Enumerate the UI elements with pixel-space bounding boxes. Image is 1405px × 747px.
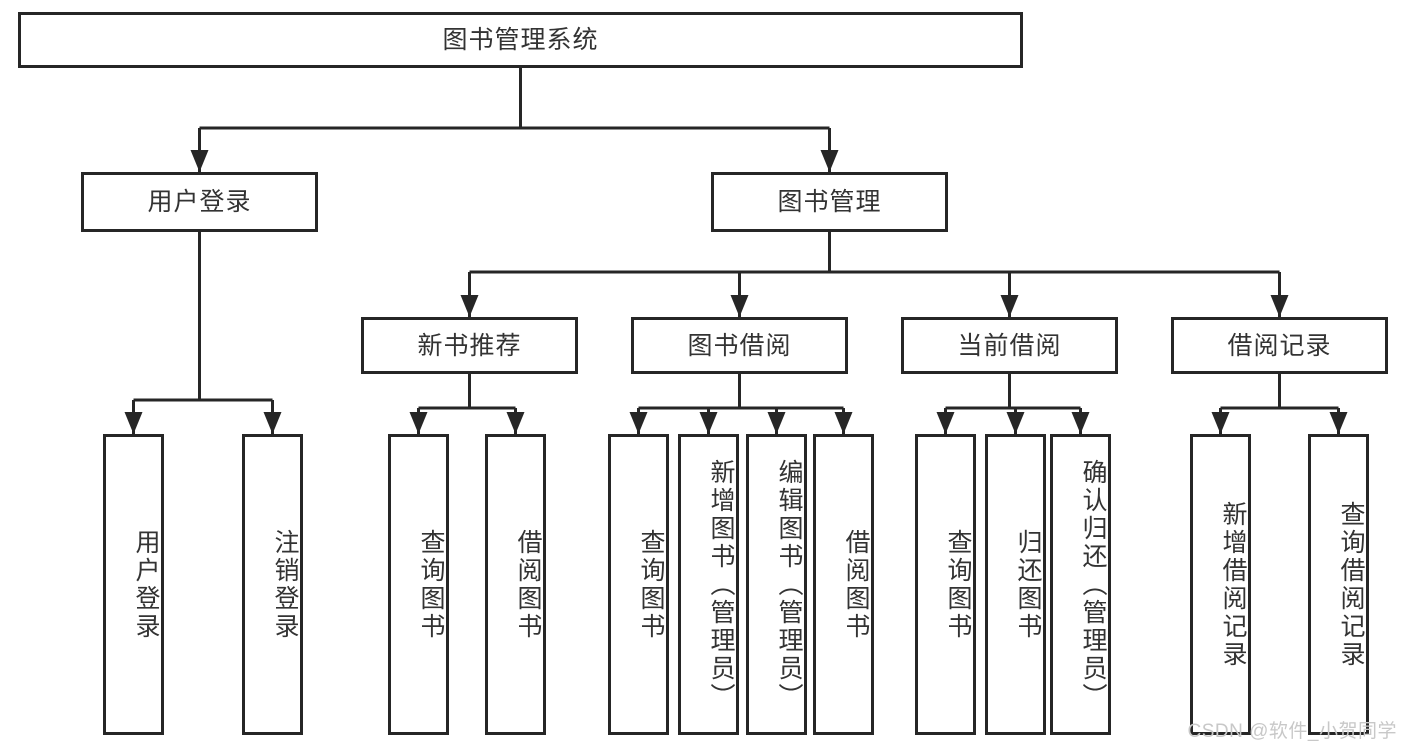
node-book-admin: 图书管理 xyxy=(711,172,948,232)
connector-arrowhead xyxy=(1270,295,1289,317)
node-label: 新增图书（管理员） xyxy=(707,458,735,711)
connector-arrowhead xyxy=(1000,295,1019,317)
node-label: 新增借阅记录 xyxy=(1219,500,1247,669)
connector-arrowhead xyxy=(629,412,648,434)
node-leaf-logout: 注销登录 xyxy=(242,434,303,735)
node-leaf-confirm-return: 确认归还（管理员） xyxy=(1050,434,1111,735)
node-label: 编辑图书（管理员） xyxy=(775,458,803,711)
node-leaf-query-book-rec: 查询图书 xyxy=(388,434,449,735)
node-leaf-borrow-book: 借阅图书 xyxy=(813,434,874,735)
node-leaf-add-book: 新增图书（管理员） xyxy=(678,434,739,735)
node-new-book-rec: 新书推荐 xyxy=(361,317,578,374)
node-label: 注销登录 xyxy=(271,528,299,641)
connector-arrowhead xyxy=(820,150,839,172)
node-root: 图书管理系统 xyxy=(18,12,1023,68)
node-leaf-edit-book: 编辑图书（管理员） xyxy=(746,434,807,735)
connector-arrowhead xyxy=(263,412,282,434)
connector-arrowhead xyxy=(1211,412,1230,434)
node-label: 用户登录 xyxy=(147,188,252,216)
connector-arrowhead xyxy=(767,412,786,434)
node-leaf-query-book-cur: 查询图书 xyxy=(915,434,976,735)
connector-arrowhead xyxy=(730,295,749,317)
connector-arrowhead xyxy=(834,412,853,434)
connector-arrowhead xyxy=(409,412,428,434)
node-label: 借阅图书 xyxy=(842,528,870,641)
connector-arrowhead xyxy=(936,412,955,434)
connector-arrowhead xyxy=(124,412,143,434)
node-book-borrow: 图书借阅 xyxy=(631,317,848,374)
node-leaf-query-record: 查询借阅记录 xyxy=(1308,434,1369,735)
node-user-login: 用户登录 xyxy=(81,172,318,232)
csdn-watermark: CSDN @软件_小贺同学 xyxy=(1187,721,1397,742)
node-label: 查询图书 xyxy=(637,528,665,641)
node-leaf-borrow-book-rec: 借阅图书 xyxy=(485,434,546,735)
node-label: 确认归还（管理员） xyxy=(1079,458,1107,711)
node-label: 借阅记录 xyxy=(1227,331,1332,360)
node-label: 查询图书 xyxy=(944,528,972,641)
node-leaf-add-record: 新增借阅记录 xyxy=(1190,434,1251,735)
node-label: 查询借阅记录 xyxy=(1337,500,1365,669)
node-leaf-query-book-borrow: 查询图书 xyxy=(608,434,669,735)
connector-arrowhead xyxy=(190,150,209,172)
node-label: 图书管理系统 xyxy=(442,26,599,54)
node-label: 借阅图书 xyxy=(514,528,542,641)
node-label: 图书管理 xyxy=(777,188,882,216)
node-label: 新书推荐 xyxy=(417,331,522,360)
connector-arrowhead xyxy=(460,295,479,317)
node-label: 图书借阅 xyxy=(687,331,792,360)
node-label: 用户登录 xyxy=(132,528,160,641)
connector-arrowhead xyxy=(1006,412,1025,434)
node-current-borrow: 当前借阅 xyxy=(901,317,1118,374)
node-borrow-record: 借阅记录 xyxy=(1171,317,1388,374)
node-leaf-user-login: 用户登录 xyxy=(103,434,164,735)
node-leaf-return-book: 归还图书 xyxy=(985,434,1046,735)
node-label: 当前借阅 xyxy=(957,331,1062,360)
connector-arrowhead xyxy=(506,412,525,434)
connector-arrowhead xyxy=(1329,412,1348,434)
connector-arrowhead xyxy=(1071,412,1090,434)
node-label: 归还图书 xyxy=(1014,528,1042,641)
connector-arrowhead xyxy=(699,412,718,434)
node-label: 查询图书 xyxy=(417,528,445,641)
